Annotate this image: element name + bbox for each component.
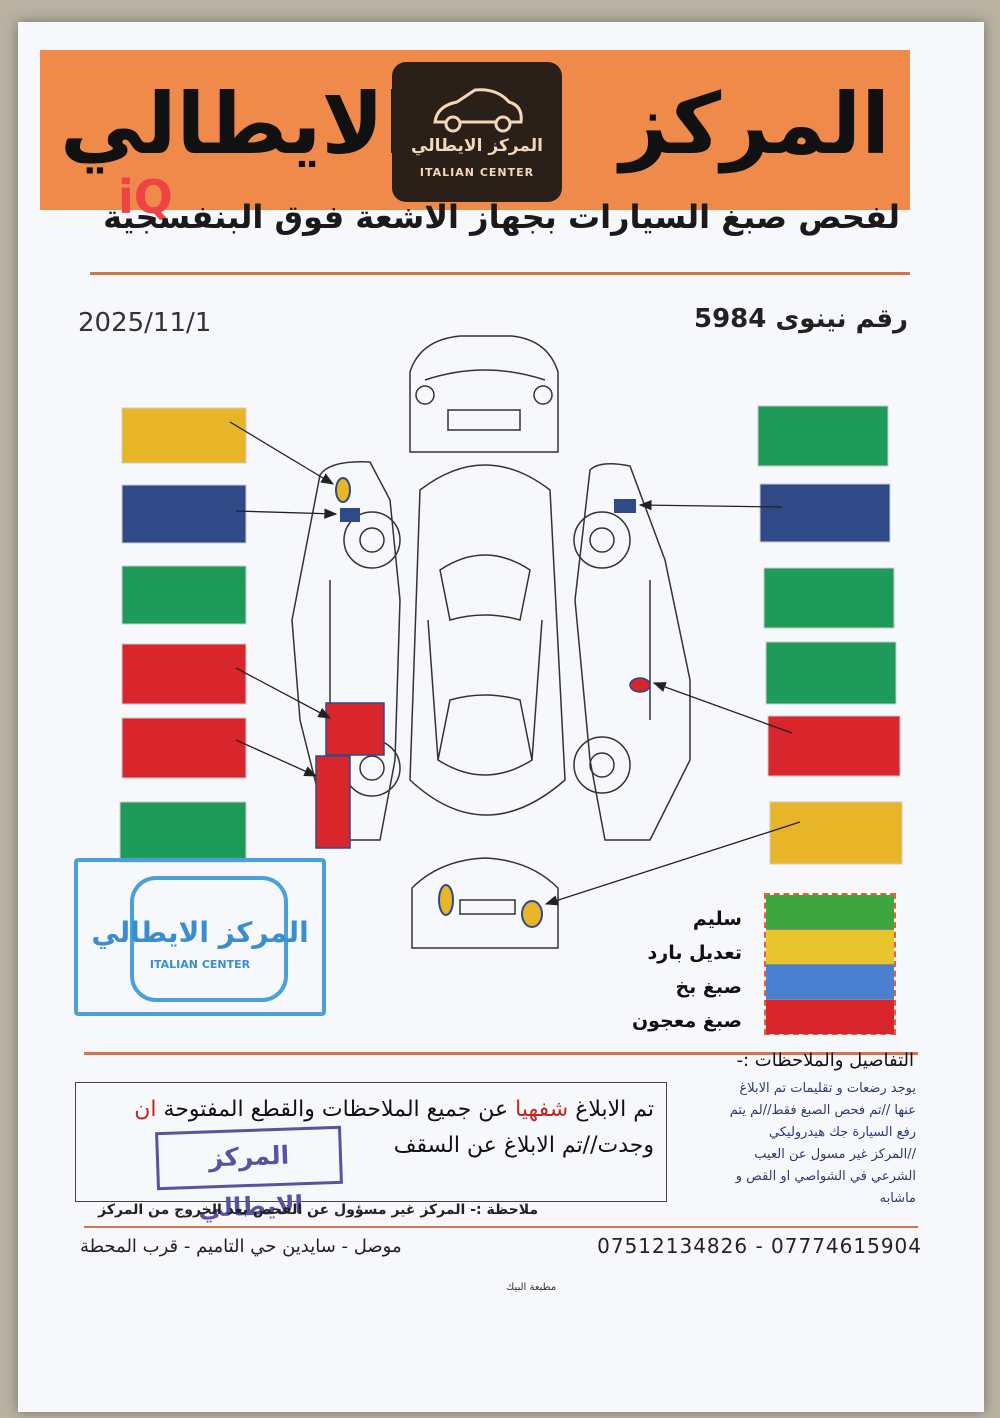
legend-swatch-red	[766, 1000, 894, 1034]
report-text: عن جميع الملاحظات والقطع المفتوحة	[156, 1097, 516, 1122]
report-text-highlight: شفهيا	[515, 1097, 569, 1122]
divider-2	[84, 1052, 918, 1055]
center-logo: المركز الايطالي ITALIAN CENTER	[392, 62, 562, 202]
plate-label: رقم نينوى	[775, 304, 908, 334]
legend-label-spray-paint: صبغ بخ	[675, 976, 742, 998]
pointer-arrows	[229, 421, 801, 906]
phone-numbers: 07512134826 - 07774615904	[597, 1234, 922, 1258]
brand-title-left: الايطالي	[60, 75, 413, 173]
notes-line: يوجد رضعات و تقليمات تم الابلاغ	[739, 1081, 916, 1096]
date: 2025/11/1	[78, 308, 212, 338]
notes-title: التفاصيل والملاحظات :-	[736, 1050, 914, 1071]
report-text: تم الابلاغ	[568, 1097, 654, 1122]
marker-left-front-yellow	[335, 477, 351, 503]
left-panels	[119, 407, 247, 863]
left-panel-rear-door	[121, 643, 247, 705]
divider-3	[84, 1226, 918, 1228]
subtitle: لفحص صبغ السيارات بجهاز الاشعة فوق البنف…	[103, 198, 900, 236]
disclaimer-note: ملاحظة :- المركز غير مسؤول عن الفحص بعد …	[98, 1202, 538, 1218]
notes-line: عنها //تم فحص الصبغ فقط//لم يتم	[729, 1103, 916, 1118]
notes-body: يوجد رضعات و تقليمات تم الابلاغ عنها //ت…	[716, 1078, 916, 1210]
car-rear-view	[411, 857, 559, 949]
legend-label-putty-paint: صبغ معجون	[631, 1010, 742, 1032]
report-stamp: المركز الايطالي	[155, 1125, 343, 1223]
car-top-view	[409, 464, 566, 816]
notes-line: الشرعي في الشواصي او القص و	[735, 1169, 916, 1184]
marker-rear-right-yellow	[521, 900, 543, 928]
right-panel-1	[757, 405, 889, 467]
marker-left-door-red	[325, 702, 385, 756]
left-panel-rear-fender	[121, 717, 247, 779]
stamp-arabic: المركز الايطالي	[91, 916, 309, 949]
report-box: تم الابلاغ شفهيا عن جميع الملاحظات والقط…	[75, 1082, 667, 1223]
legend-labels: سليم تعديل بارد صبغ بخ صبغ معجون	[602, 902, 742, 1038]
address: موصل - سايدين حي التاميم - قرب المحطة	[80, 1236, 402, 1257]
marker-right-door-red	[629, 677, 651, 693]
stamp-inner-frame	[130, 876, 288, 1002]
divider	[90, 272, 910, 275]
color-legend	[764, 893, 896, 1035]
marker-left-mirror-blue	[340, 508, 360, 522]
plate-number: 5984	[694, 304, 767, 334]
logo-english: ITALIAN CENTER	[419, 166, 535, 179]
right-panels	[757, 405, 903, 865]
header-banner: المركز الايطالي المركز الايطالي ITALIAN …	[40, 50, 910, 210]
report-line-2: وجدت//تم الابلاغ عن السقف	[393, 1133, 654, 1158]
right-panel-3	[763, 567, 895, 629]
legend-label-intact: سليم	[692, 908, 742, 930]
left-panel-trunk	[119, 801, 247, 863]
damage-markers	[315, 477, 651, 928]
car-right-view	[573, 463, 691, 841]
left-panel-mirror	[121, 484, 247, 544]
marker-rear-left-yellow	[438, 884, 454, 916]
legend-swatch-blue	[766, 965, 894, 1000]
marker-left-quarter-red	[315, 755, 351, 849]
printer-credit: مطبعة البيك	[506, 1282, 557, 1293]
right-panel-4	[765, 641, 897, 705]
legend-swatch-green	[766, 895, 894, 930]
notes-line: ماشابه	[879, 1191, 916, 1206]
report-text-highlight: ان	[134, 1097, 157, 1122]
left-panel-front-fender	[121, 407, 247, 464]
right-panel-5	[767, 715, 901, 777]
center-stamp: المركز الايطالي ITALIAN CENTER	[74, 858, 326, 1016]
report-line-1: تم الابلاغ شفهيا عن جميع الملاحظات والقط…	[134, 1097, 654, 1122]
watermark: iQ	[118, 170, 173, 224]
car-front-view	[409, 335, 559, 453]
plate: رقم نينوى 5984	[694, 304, 908, 334]
brand-title-right: المركز	[619, 75, 890, 173]
marker-right-mirror-blue	[614, 499, 636, 513]
notes-line: //المركز غير مسول عن العيب	[754, 1147, 916, 1162]
right-panel-2	[759, 483, 891, 543]
legend-label-cold-fix: تعديل بارد	[647, 942, 743, 964]
legend-swatch-yellow	[766, 930, 894, 965]
stamp-english: ITALIAN CENTER	[149, 958, 251, 971]
logo-arabic: المركز الايطالي	[411, 136, 543, 156]
car-icon	[433, 88, 523, 133]
notes-line: رفع السيارة جك هيدروليكي	[769, 1125, 916, 1140]
right-panel-6	[769, 801, 903, 865]
left-panel-front-door	[121, 565, 247, 625]
